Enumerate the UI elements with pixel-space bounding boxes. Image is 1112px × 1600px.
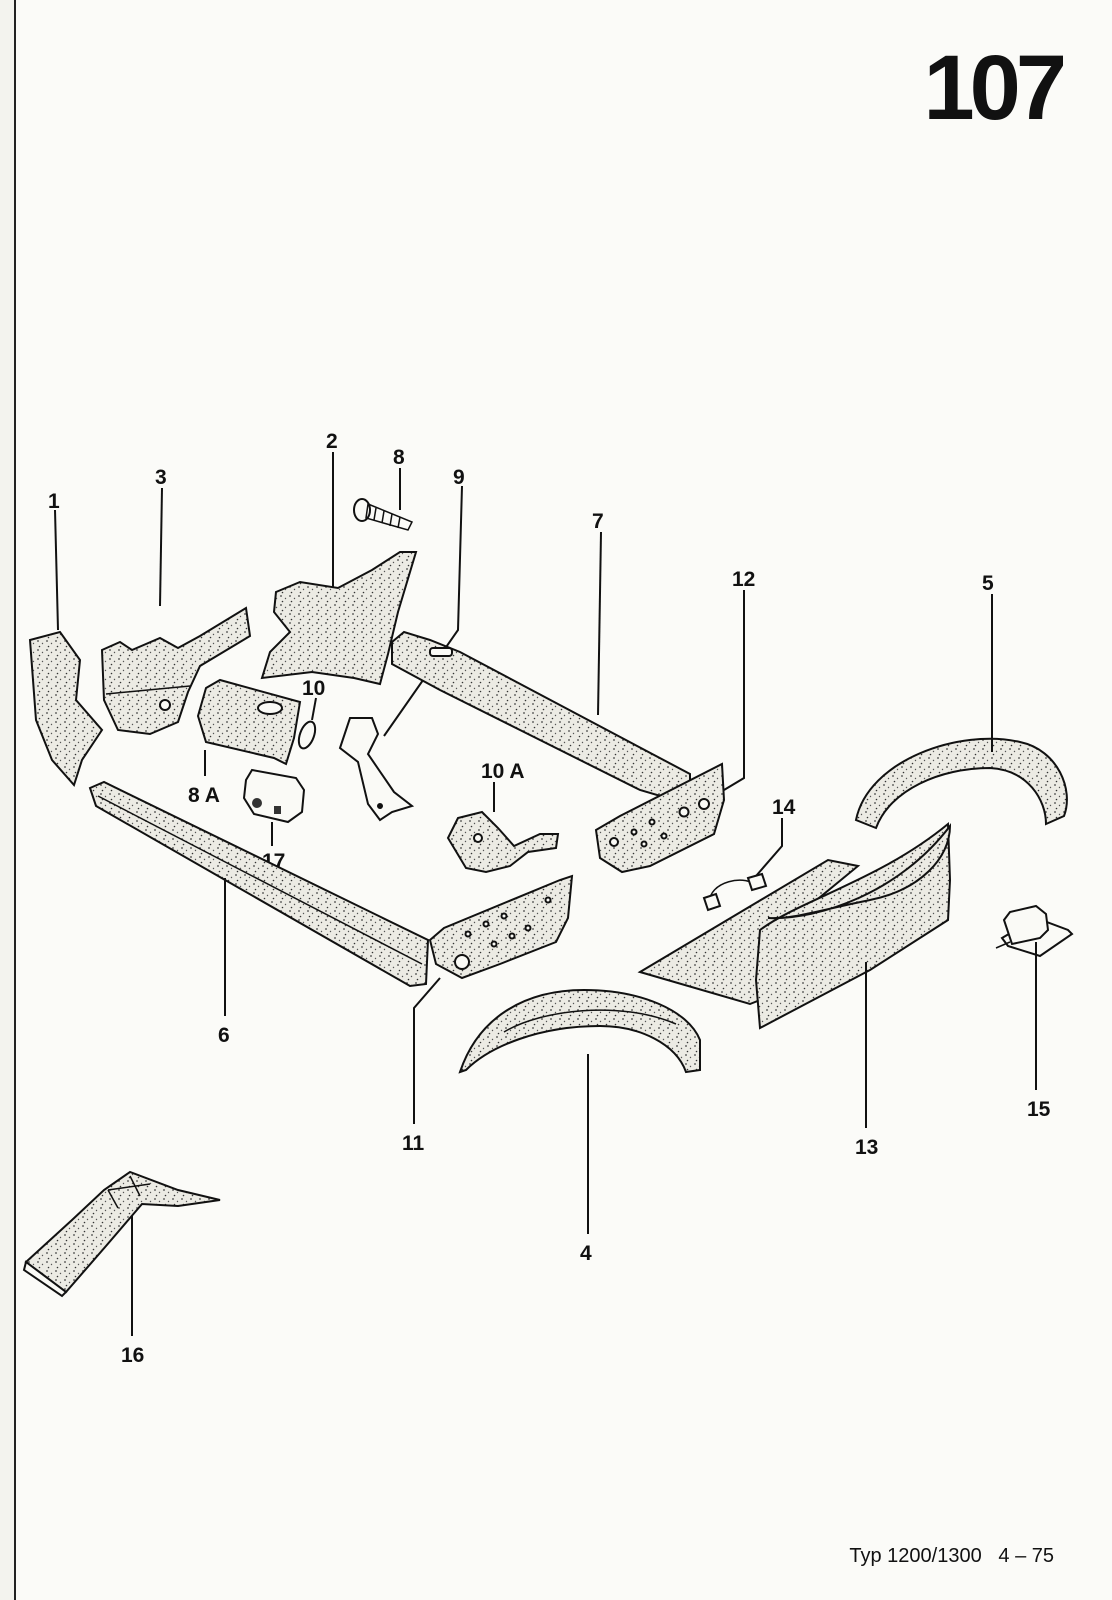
part-6-left-sill (88, 780, 430, 988)
callout-10: 10 (302, 677, 325, 700)
callout-7: 7 (592, 510, 604, 533)
part-9-hole (377, 803, 383, 809)
callout-5: 5 (982, 572, 994, 595)
part-17-clip (242, 768, 306, 824)
leader-9 (383, 485, 463, 737)
part-2-bulkhead-panel (260, 551, 418, 686)
part-10-grommet (297, 720, 317, 750)
leader-10 (311, 697, 317, 721)
part-7-right-sill (391, 630, 691, 801)
callout-1: 1 (48, 490, 60, 513)
part-6-edge-line (97, 795, 423, 965)
part-3-hole (159, 699, 171, 711)
leader-7 (597, 531, 602, 716)
part-1-side-panel (28, 630, 104, 787)
callout-14: 14 (772, 796, 796, 819)
part-4-wheel-arch (458, 988, 701, 1074)
callout-3: 3 (155, 466, 167, 489)
part-11-plate (428, 874, 574, 980)
part-9-bracket (338, 717, 415, 822)
callout-2: 2 (326, 430, 338, 453)
callout-4: 4 (580, 1242, 592, 1265)
callout-16: 16 (121, 1344, 144, 1367)
part-17-hole (252, 798, 262, 808)
callout-13: 13 (855, 1136, 878, 1159)
leader-11 (413, 977, 441, 1124)
binding-edge (0, 0, 16, 1600)
callout-12: 12 (732, 568, 755, 591)
part-12-plate (594, 762, 726, 874)
part-11-holes (454, 896, 552, 970)
part-8a-tube-cover (196, 678, 302, 766)
leader-14 (755, 818, 783, 877)
part-3-front-panel (100, 606, 252, 736)
callout-10a: 10 A (481, 760, 525, 783)
callout-9: 9 (453, 466, 465, 489)
callout-6: 6 (218, 1024, 230, 1047)
part-16-support (22, 1170, 221, 1298)
callout-8a: 8 A (188, 784, 220, 807)
leader-12 (723, 590, 745, 791)
callout-15: 15 (1027, 1098, 1051, 1121)
part-4-lip (503, 1009, 677, 1033)
part-10a-hole (473, 833, 483, 843)
part-3-fold-line (105, 685, 191, 695)
part-5-wheel-arch (854, 737, 1068, 830)
part-8-screw (353, 498, 414, 531)
leader-1 (54, 509, 59, 631)
callout-8: 8 (393, 446, 405, 469)
part-12-holes (609, 798, 710, 848)
footer-model-reference: Typ 1200/1300 4 – 75 (849, 1545, 1054, 1567)
part-17-tab (274, 806, 281, 814)
page-number: 107 (923, 37, 1067, 139)
part-10a-heat-shield (446, 810, 560, 874)
part-8a-slot (257, 701, 283, 715)
leader-3 (159, 487, 163, 607)
part-13-luggage-tray (637, 821, 952, 1030)
part-7-slot (429, 647, 453, 657)
callout-11: 11 (402, 1132, 425, 1155)
part-15-fastener (995, 904, 1074, 958)
